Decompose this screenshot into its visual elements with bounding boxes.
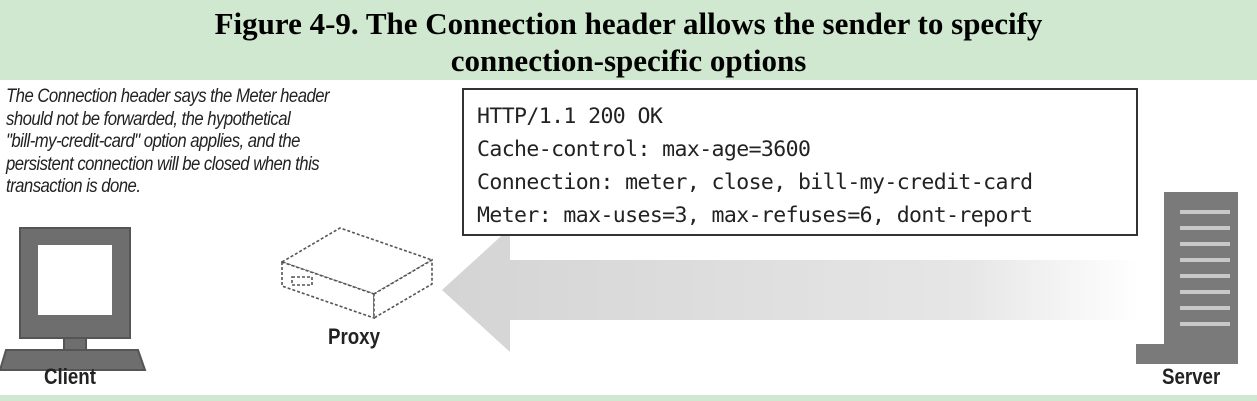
caption-line: "bill-my-credit-card" option applies, an… — [6, 131, 300, 152]
response-header-line: Connection: meter, close, bill-my-credit… — [477, 170, 1033, 195]
bottom-border — [0, 395, 1257, 401]
response-status-line: HTTP/1.1 200 OK — [477, 104, 663, 129]
caption-line: persistent connection will be closed whe… — [6, 153, 320, 175]
diagram-caption: The Connection header says the Meter hea… — [6, 86, 376, 199]
caption-line: The Connection header says the Meter hea… — [6, 86, 330, 107]
response-arrow — [442, 228, 1140, 352]
server-label: Server — [1162, 364, 1221, 389]
figure-title-line-2: connection-specific options — [450, 43, 807, 78]
server-tower-icon — [1136, 192, 1238, 364]
client-label: Client — [44, 364, 96, 389]
response-header-line: Cache-control: max-age=3600 — [477, 137, 811, 162]
figure-title: Figure 4-9. The Connection header allows… — [0, 0, 1257, 80]
diagram-panel: The Connection header says the Meter hea… — [0, 80, 1257, 395]
caption-line: transaction is done. — [6, 176, 141, 197]
figure-title-line-1: Figure 4-9. The Connection header allows… — [214, 6, 1043, 41]
http-response-box: HTTP/1.1 200 OK Cache-control: max-age=3… — [462, 88, 1138, 236]
diagram-graphics — [0, 192, 1238, 371]
proxy-label: Proxy — [328, 324, 380, 349]
client-computer-icon — [0, 227, 147, 371]
response-header-line: Meter: max-uses=3, max-refuses=6, dont-r… — [477, 203, 1033, 228]
proxy-box-icon — [280, 227, 434, 320]
caption-line: should not be forwarded, the hypothetica… — [6, 108, 291, 130]
